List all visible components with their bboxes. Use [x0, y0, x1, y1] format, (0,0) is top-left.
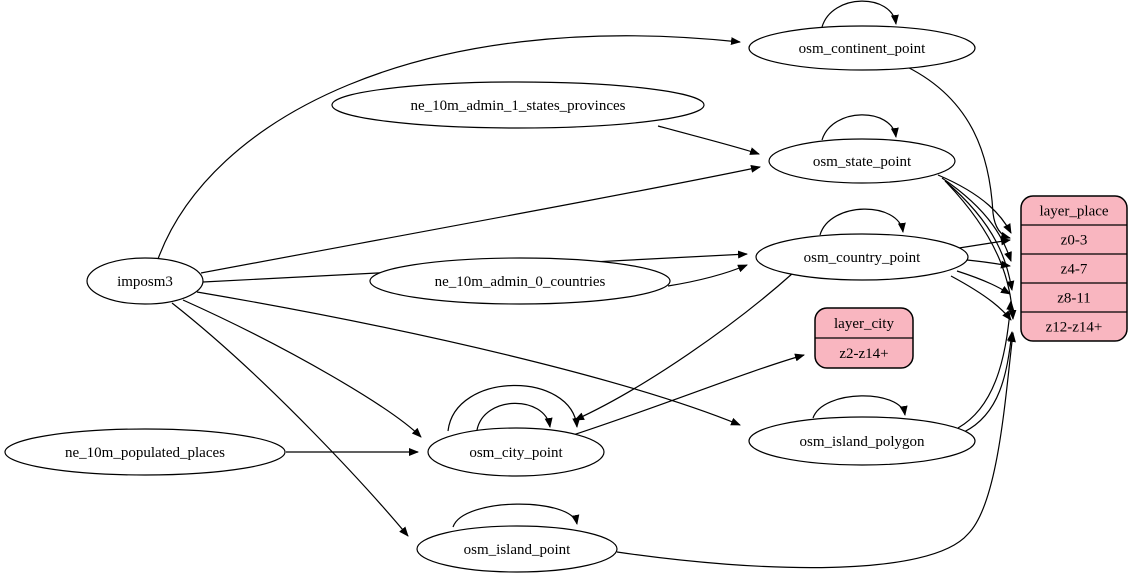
node-shape-osm_country_point — [755, 233, 969, 281]
node-label-ne_10m_populated_places: ne_10m_populated_places — [65, 445, 225, 461]
node-label-ne_10m_admin_1_states_provinces: ne_10m_admin_1_states_provinces — [411, 98, 626, 114]
node-osm_country_point: osm_country_point — [755, 233, 969, 281]
node-label-ne_10m_admin_0_countries: ne_10m_admin_0_countries — [435, 274, 606, 290]
edge-osm_island_point-to-osm_island_point-loop — [452, 503, 580, 528]
node-osm_island_polygon: osm_island_polygon — [748, 416, 976, 466]
node-label-imposm3: imposm3 — [117, 274, 173, 290]
node-osm_city_point: osm_city_point — [427, 427, 605, 477]
node-label-osm_country_point: osm_country_point — [804, 250, 921, 266]
node-shape-osm_island_polygon — [748, 416, 976, 466]
node-shape-osm_continent_point — [748, 25, 976, 71]
edge-imposm3-to-osm_city_point — [182, 299, 422, 438]
record-layer_city: layer_city z2-z14+ — [814, 307, 914, 369]
record-row-layer_place-0: z0-3 — [1061, 233, 1088, 249]
record-row-layer_place-1: z4-7 — [1061, 262, 1088, 278]
edge-imposm3-to-osm_continent_point — [157, 35, 741, 260]
record-header-layer_place: layer_place — [1039, 204, 1108, 220]
node-osm_state_point: osm_state_point — [768, 138, 956, 184]
node-label-osm_island_polygon: osm_island_polygon — [799, 434, 925, 450]
edge-osm_island_polygon-to-osm_island_polygon-loop — [812, 395, 908, 419]
node-ne_10m_admin_1_states_provinces: ne_10m_admin_1_states_provinces — [331, 81, 705, 129]
node-ne_10m_populated_places: ne_10m_populated_places — [4, 428, 286, 476]
node-label-osm_state_point: osm_state_point — [813, 154, 912, 170]
edge-osm_country_point-to-layer_place-z8-11 — [956, 270, 1011, 295]
edge-osm_island_polygon-to-layer_place-z8-11 — [957, 300, 1015, 429]
edge-osm_country_point-to-osm_country_point-loop — [819, 208, 906, 236]
node-label-osm_island_point: osm_island_point — [464, 542, 572, 558]
edge-osm_country_point-to-layer_place-z0-3 — [958, 237, 1011, 249]
edge-imposm3-to-osm_state_point — [200, 164, 761, 274]
node-shape-ne_10m_admin_1_states_provinces — [331, 81, 705, 129]
node-shape-osm_city_point — [427, 427, 605, 477]
edge-osm_country_point-to-layer_place-z12-z14+ — [950, 275, 1012, 321]
node-shape-imposm3 — [86, 257, 204, 305]
edge-imposm3-to-osm_island_point — [171, 302, 409, 537]
edge-osm_island_point-to-layer_place-z12-z14+ — [616, 332, 1016, 569]
node-shape-ne_10m_populated_places — [4, 428, 286, 476]
edge-osm_state_point-to-layer_place-z0-3 — [937, 174, 1012, 234]
edge-ne_10m_admin_1_states_provinces-to-osm_state_point — [657, 125, 760, 155]
record-header-layer_city: layer_city — [834, 316, 894, 332]
edge-osm_island_polygon-to-layer_place-z12-z14+ — [963, 331, 1015, 433]
node-label-osm_continent_point: osm_continent_point — [799, 41, 926, 57]
edge-osm_city_point-to-osm_city_point-loop — [476, 402, 553, 431]
node-imposm3: imposm3 — [86, 257, 204, 305]
edge-osm_city_point-to-layer_city-z2-z14+ — [566, 353, 805, 438]
node-ne_10m_admin_0_countries: ne_10m_admin_0_countries — [369, 257, 671, 305]
record-row-layer_place-2: z8-11 — [1057, 291, 1091, 307]
record-row-layer_city-0: z2-z14+ — [839, 346, 888, 362]
edge-osm_continent_point-to-osm_continent_point-loop — [821, 0, 899, 28]
edge-osm_state_point-to-layer_place-z4-7 — [941, 177, 1012, 262]
record-row-layer_place-3: z12-z14+ — [1046, 320, 1103, 336]
edge-osm_continent_point-to-layer_place-z0-3 — [900, 63, 1011, 240]
edge-osm_city_point-to-osm_city_point-loop — [447, 384, 581, 432]
node-shape-ne_10m_admin_0_countries — [369, 257, 671, 305]
node-label-osm_city_point: osm_city_point — [469, 445, 563, 461]
record-layer_place: layer_place z0-3 z4-7 z8-11 z12-z14+ — [1020, 195, 1128, 342]
node-shape-osm_island_point — [416, 525, 618, 573]
record-shape-layer_place — [1020, 195, 1128, 342]
node-osm_continent_point: osm_continent_point — [748, 25, 976, 71]
edge-imposm3-to-osm_island_polygon — [196, 291, 741, 426]
edge-osm_state_point-to-osm_state_point-loop — [821, 114, 899, 141]
edge-osm_country_point-to-osm_city_point — [574, 272, 794, 421]
edge-ne_10m_admin_0_countries-to-osm_country_point — [667, 264, 748, 287]
edge-osm_country_point-to-layer_place-z4-7 — [966, 259, 1011, 269]
node-osm_island_point: osm_island_point — [416, 525, 618, 573]
node-shape-osm_state_point — [768, 138, 956, 184]
